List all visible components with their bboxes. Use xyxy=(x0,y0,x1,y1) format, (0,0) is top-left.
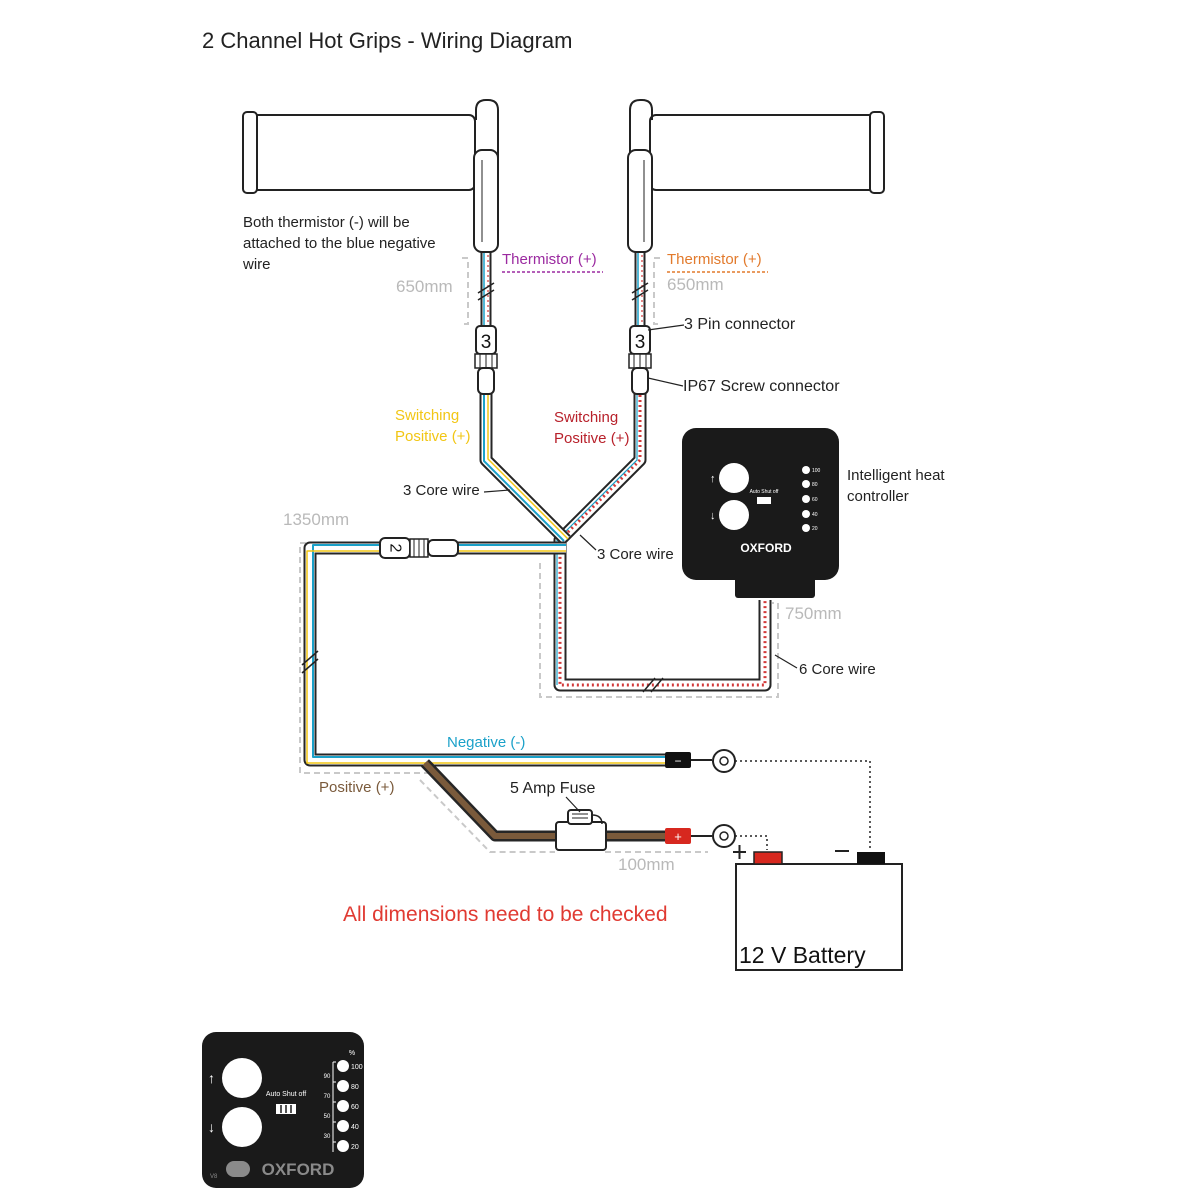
page-title: 2 Channel Hot Grips - Wiring Diagram xyxy=(202,28,573,53)
ip67-connector-label: IP67 Screw connector xyxy=(683,378,840,395)
controller-level-20: 20 xyxy=(812,526,818,532)
fuse-label: 5 Amp Fuse xyxy=(510,780,596,797)
three-pin-connector-left xyxy=(474,325,498,395)
thermistor-right-label: Thermistor (+) xyxy=(667,251,762,268)
controller-closeup-sublevel-90: 90 xyxy=(324,1074,331,1080)
dimensions-warning: All dimensions need to be checked xyxy=(343,903,668,926)
positive-terminal-symbol: + xyxy=(674,829,682,844)
dimension-100: 100mm xyxy=(618,855,675,874)
controller-closeup-level-20: 20 xyxy=(351,1144,359,1151)
three-pin-number-left: 3 xyxy=(481,332,492,353)
controller-closeup-level-80: 80 xyxy=(351,1084,359,1091)
controller-closeup-level-100: 100 xyxy=(351,1064,363,1071)
dimension-650-right: 650mm xyxy=(667,275,724,294)
controller-closeup-led-40 xyxy=(337,1120,349,1132)
controller-closeup-percent: % xyxy=(349,1050,355,1057)
controller-level-80: 80 xyxy=(812,482,818,488)
negative-label: Negative (-) xyxy=(447,734,526,751)
fuse-leader xyxy=(565,796,581,813)
controller-closeup-led-20 xyxy=(337,1140,349,1152)
positive-label: Positive (+) xyxy=(319,779,395,796)
wire-left-branch xyxy=(479,385,571,545)
dimension-650-left: 650mm xyxy=(396,277,453,296)
left-grip xyxy=(242,99,499,253)
switching-right-label: Switching Positive (+) xyxy=(554,409,630,447)
controller-down-arrow-icon: ↓ xyxy=(710,510,716,522)
three-pin-connector-right xyxy=(628,325,652,395)
thermistor-note: Both thermistor (-) will be attached to … xyxy=(243,214,436,273)
two-pin-number: 2 xyxy=(387,544,404,553)
controller-closeup: ↑ ↓ Auto Shut off % 100 80 60 40 20 90 7… xyxy=(202,1032,364,1188)
controller-closeup-sublevel-50: 50 xyxy=(324,1114,331,1120)
controller-closeup-down-button xyxy=(222,1107,262,1147)
three-pin-connector-label: 3 Pin connector xyxy=(684,316,796,333)
thermistor-left-label: Thermistor (+) xyxy=(502,251,597,268)
three-pin-number-right: 3 xyxy=(635,332,646,353)
dimension-750: 750mm xyxy=(785,604,842,623)
battery xyxy=(733,845,903,971)
positive-wire xyxy=(421,759,665,842)
wire-right-branch xyxy=(553,385,772,692)
controller-closeup-led-80 xyxy=(337,1080,349,1092)
controller-level-100: 100 xyxy=(812,468,821,474)
break-marks xyxy=(301,282,664,693)
battery-connections xyxy=(735,760,871,850)
controller-label: Intelligent heat controller xyxy=(847,467,945,505)
controller-closeup-scale-ticks xyxy=(332,1061,336,1152)
negative-terminal xyxy=(665,749,736,773)
controller-closeup-brand: OXFORD xyxy=(262,1160,335,1179)
controller-closeup-level-40: 40 xyxy=(351,1124,359,1131)
controller-closeup-up-button xyxy=(222,1058,262,1098)
heat-controller: ↑ ↓ Auto Shut off 100 80 60 40 20 OXFORD xyxy=(682,428,839,598)
two-pin-connector xyxy=(379,537,459,559)
positive-terminal xyxy=(665,824,736,848)
dimension-lines xyxy=(299,257,779,853)
controller-closeup-sublevel-30: 30 xyxy=(324,1134,331,1140)
controller-closeup-version: V8 xyxy=(210,1174,218,1180)
controller-closeup-up-arrow-icon: ↑ xyxy=(208,1070,215,1086)
dimension-1350: 1350mm xyxy=(283,510,350,529)
controller-closeup-level-60: 60 xyxy=(351,1104,359,1111)
controller-closeup-sublevel-70: 70 xyxy=(324,1094,331,1100)
negative-terminal-symbol: − xyxy=(674,754,681,768)
controller-closeup-down-arrow-icon: ↓ xyxy=(208,1119,215,1135)
controller-level-60: 60 xyxy=(812,497,818,503)
right-grip xyxy=(627,99,885,253)
core3-left-label: 3 Core wire xyxy=(403,482,480,499)
controller-brand: OXFORD xyxy=(740,541,792,555)
controller-closeup-led-100 xyxy=(337,1060,349,1072)
controller-closeup-logo-mark xyxy=(226,1161,250,1177)
controller-closeup-auto-shutoff: Auto Shut off xyxy=(266,1091,306,1098)
controller-auto-shutoff: Auto Shut off xyxy=(750,489,779,495)
core6-label: 6 Core wire xyxy=(799,661,876,678)
fuse-holder xyxy=(555,809,607,851)
switching-left-label: Switching Positive (+) xyxy=(395,407,471,445)
controller-level-40: 40 xyxy=(812,512,818,518)
leader-lines xyxy=(483,324,798,669)
core3-right-label: 3 Core wire xyxy=(597,546,674,563)
controller-up-arrow-icon: ↑ xyxy=(710,473,716,485)
main-harness xyxy=(303,541,665,767)
controller-closeup-led-60 xyxy=(337,1100,349,1112)
battery-label: 12 V Battery xyxy=(739,942,866,968)
